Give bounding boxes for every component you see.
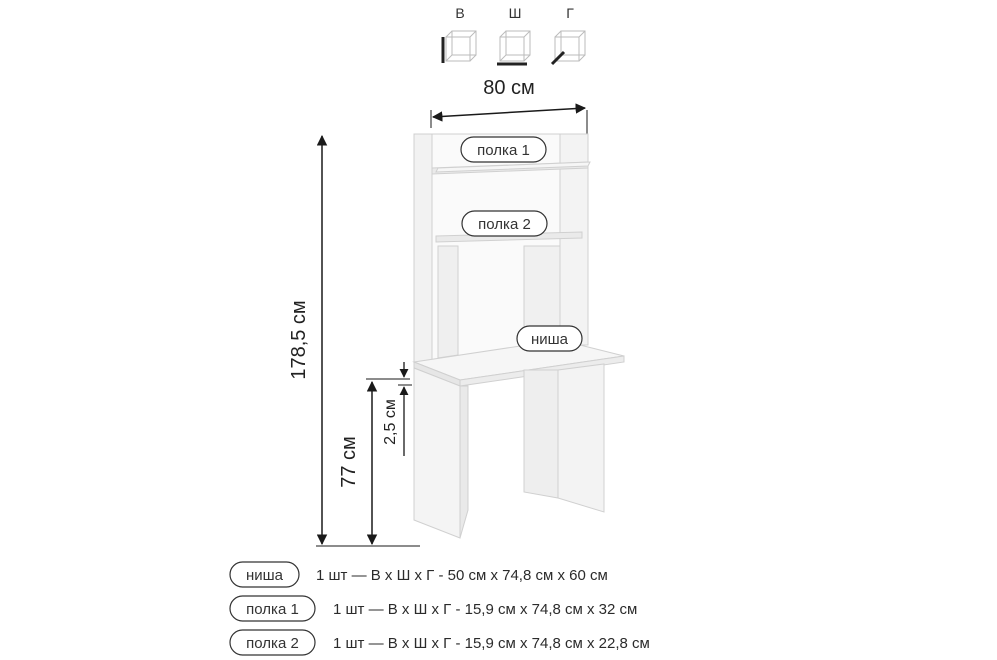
total-height-label: 178,5 см [288,300,310,379]
tabletop-thickness-label: 2,5 см [382,399,399,445]
legend-row-niche: ниша 1 шт — В х Ш х Г - 50 см х 74,8 см … [229,561,608,588]
legend-row-shelf1: полка 1 1 шт — В х Ш х Г - 15,9 см х 74,… [229,595,637,622]
legend: ниша 1 шт — В х Ш х Г - 50 см х 74,8 см … [229,561,650,656]
axis-icon-height: В [441,5,477,63]
table-height-dimension: 77 см [338,378,410,546]
axis-icon-width: Ш [497,5,531,66]
cube-width-icon [497,30,531,66]
legend-tag: полка 2 [246,635,299,652]
cube-height-icon [441,30,477,63]
width-label: 80 см [483,77,535,99]
axis-label-height: В [455,5,464,21]
legend-tag: полка 1 [246,601,299,618]
axis-label-width: Ш [509,5,522,21]
callout-niche-label: ниша [531,331,569,348]
callout-shelf2: полка 2 [461,210,548,237]
legend-text: 1 шт — В х Ш х Г - 15,9 см х 74,8 см х 3… [333,601,637,618]
callout-niche: ниша [516,325,583,352]
cube-depth-icon [550,30,586,66]
desk-illustration [412,133,625,539]
callout-shelf2-label: полка 2 [478,216,531,233]
legend-tag: ниша [246,567,284,584]
table-height-label: 77 см [338,436,360,488]
legend-text: 1 шт — В х Ш х Г - 15,9 см х 74,8 см х 2… [333,635,650,652]
legend-row-shelf2: полка 2 1 шт — В х Ш х Г - 15,9 см х 74,… [229,629,650,656]
axis-icon-depth: Г [550,5,586,66]
legend-text: 1 шт — В х Ш х Г - 50 см х 74,8 см х 60 … [316,567,608,584]
axis-label-depth: Г [566,5,574,21]
total-height-dimension: 178,5 см [288,134,420,547]
callout-shelf1: полка 1 [460,136,547,163]
tabletop-thickness-dimension: 2,5 см [382,362,412,456]
callout-shelf1-label: полка 1 [477,142,530,159]
width-dimension: 80 см [430,77,588,138]
